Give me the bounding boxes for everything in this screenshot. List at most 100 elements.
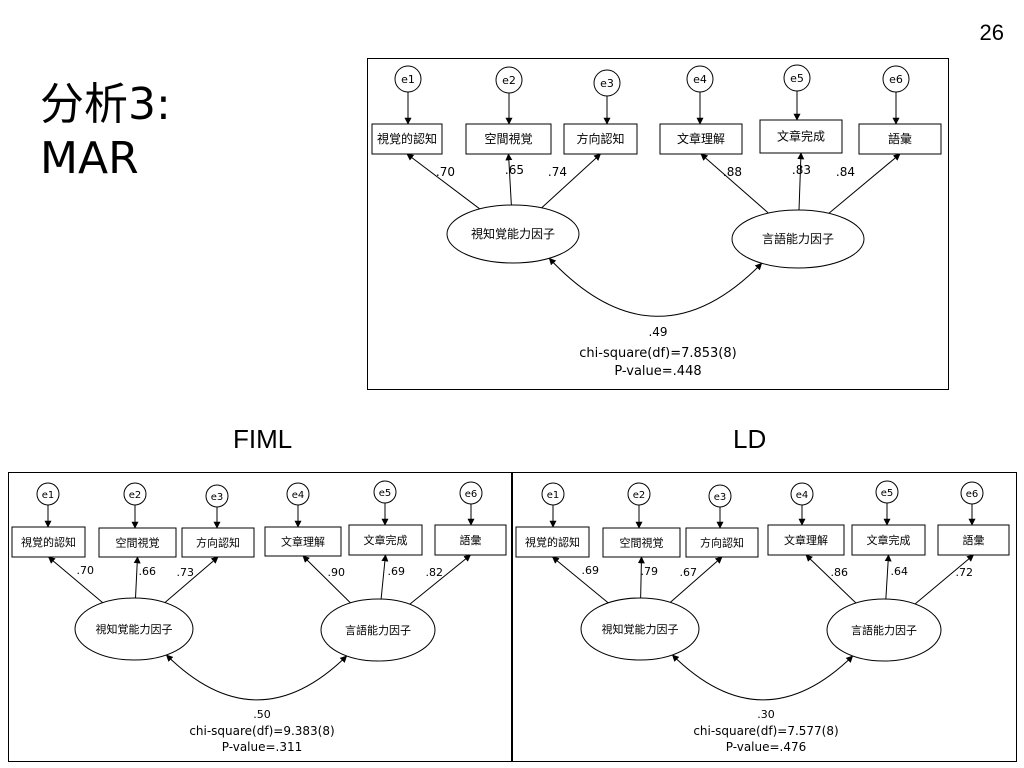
loading-value: .70 [77,564,95,577]
loading-path [164,556,219,603]
observed-variable [98,527,177,558]
factor-label: 言語能力因子 [851,623,917,637]
error-node [36,482,60,506]
observed-variable [767,524,845,556]
latent-factor [74,597,194,661]
loading-value: .65 [505,163,524,177]
correlation-value: .50 [253,708,271,721]
observed-label: 文章完成 [364,533,408,547]
observed-label: 語彙 [460,533,482,547]
error-label: e6 [889,73,903,86]
observed-label: 語彙 [963,533,985,547]
correlation-value: .30 [757,708,775,721]
loading-value: .69 [582,564,600,577]
observed-variable [181,527,255,558]
p-value-text: P-value=.311 [222,740,303,754]
error-label: e6 [465,489,478,500]
loading-value: .66 [139,565,157,578]
error-node [686,65,714,93]
loading-path [505,153,513,206]
error-label: e3 [600,77,614,90]
observed-label: 方向認知 [576,131,624,146]
error-node [708,484,732,508]
diagram-frame [367,58,949,390]
observed-label: 空間視覚 [620,536,664,550]
chi-square-text: chi-square(df)=7.853(8) [579,346,736,361]
latent-factor [731,209,865,269]
observed-label: 文章完成 [867,533,911,547]
ld-label: LD [733,424,767,454]
fiml-label: FIML [233,424,293,454]
loading-value: .84 [836,165,855,179]
loading-value: .72 [956,566,974,579]
error-node [286,482,310,506]
observed-label: 空間視覚 [116,536,160,550]
loading-path [302,555,351,604]
factor-label: 視知覚能力因子 [96,622,173,636]
loading-value: .70 [436,165,455,179]
chi-square-text: chi-square(df)=7.577(8) [693,724,838,738]
observed-variable [348,524,423,556]
observed-variable [515,526,590,558]
error-label: e4 [693,73,707,86]
observed-label: 視覚的認知 [21,535,76,549]
p-value-text: P-value=.448 [614,364,701,379]
observed-label: 語彙 [888,131,912,146]
loading-path [406,153,481,210]
error-node [495,66,523,94]
observed-variable [659,123,743,155]
loading-path [669,556,723,603]
loading-value: .73 [177,566,195,579]
loading-value: .69 [388,565,406,578]
observed-variable [602,527,681,558]
observed-label: 文章理解 [281,535,325,549]
error-node [627,482,651,506]
error-label: e4 [292,490,305,501]
error-label: e1 [42,490,55,501]
loading-path [884,554,892,600]
loading-path [914,554,975,605]
latent-factor [446,204,580,264]
observed-label: 空間視覚 [484,131,532,146]
factor-correlation-path [165,654,348,701]
factor-label: 視知覚能力因子 [471,226,555,241]
loading-value: .88 [723,165,742,179]
loading-path [133,556,141,599]
p-value-text: P-value=.476 [726,740,807,754]
loading-path [47,556,104,604]
latent-factor [826,598,942,662]
observed-variable [465,123,552,155]
error-node [593,69,621,97]
error-label: e1 [547,490,560,501]
error-label: e3 [211,492,224,503]
error-node [459,481,483,505]
error-label: e5 [881,488,894,499]
observed-variable [264,526,342,557]
loading-path [551,556,609,604]
error-node [394,65,422,93]
loading-path [805,554,857,604]
loading-path [797,152,805,211]
loading-value: .64 [891,565,909,578]
observed-label: 文章完成 [777,129,825,144]
error-node [205,484,229,508]
error-label: e2 [502,74,516,87]
error-label: e5 [790,72,804,85]
error-node [123,482,147,506]
error-label: e1 [401,73,415,86]
factor-correlation-path [548,257,763,317]
error-label: e5 [379,488,392,499]
factor-label: 視知覚能力因子 [602,622,679,636]
loading-value: .86 [831,566,849,579]
loading-path [700,153,769,214]
latent-factor [320,598,436,662]
error-node [960,481,984,505]
loading-path [637,556,645,599]
error-node [373,480,397,504]
loading-value: .82 [426,566,444,579]
observed-label: 文章理解 [784,533,828,547]
error-label: e2 [633,490,646,501]
observed-variable [858,123,942,155]
observed-variable [851,524,926,556]
